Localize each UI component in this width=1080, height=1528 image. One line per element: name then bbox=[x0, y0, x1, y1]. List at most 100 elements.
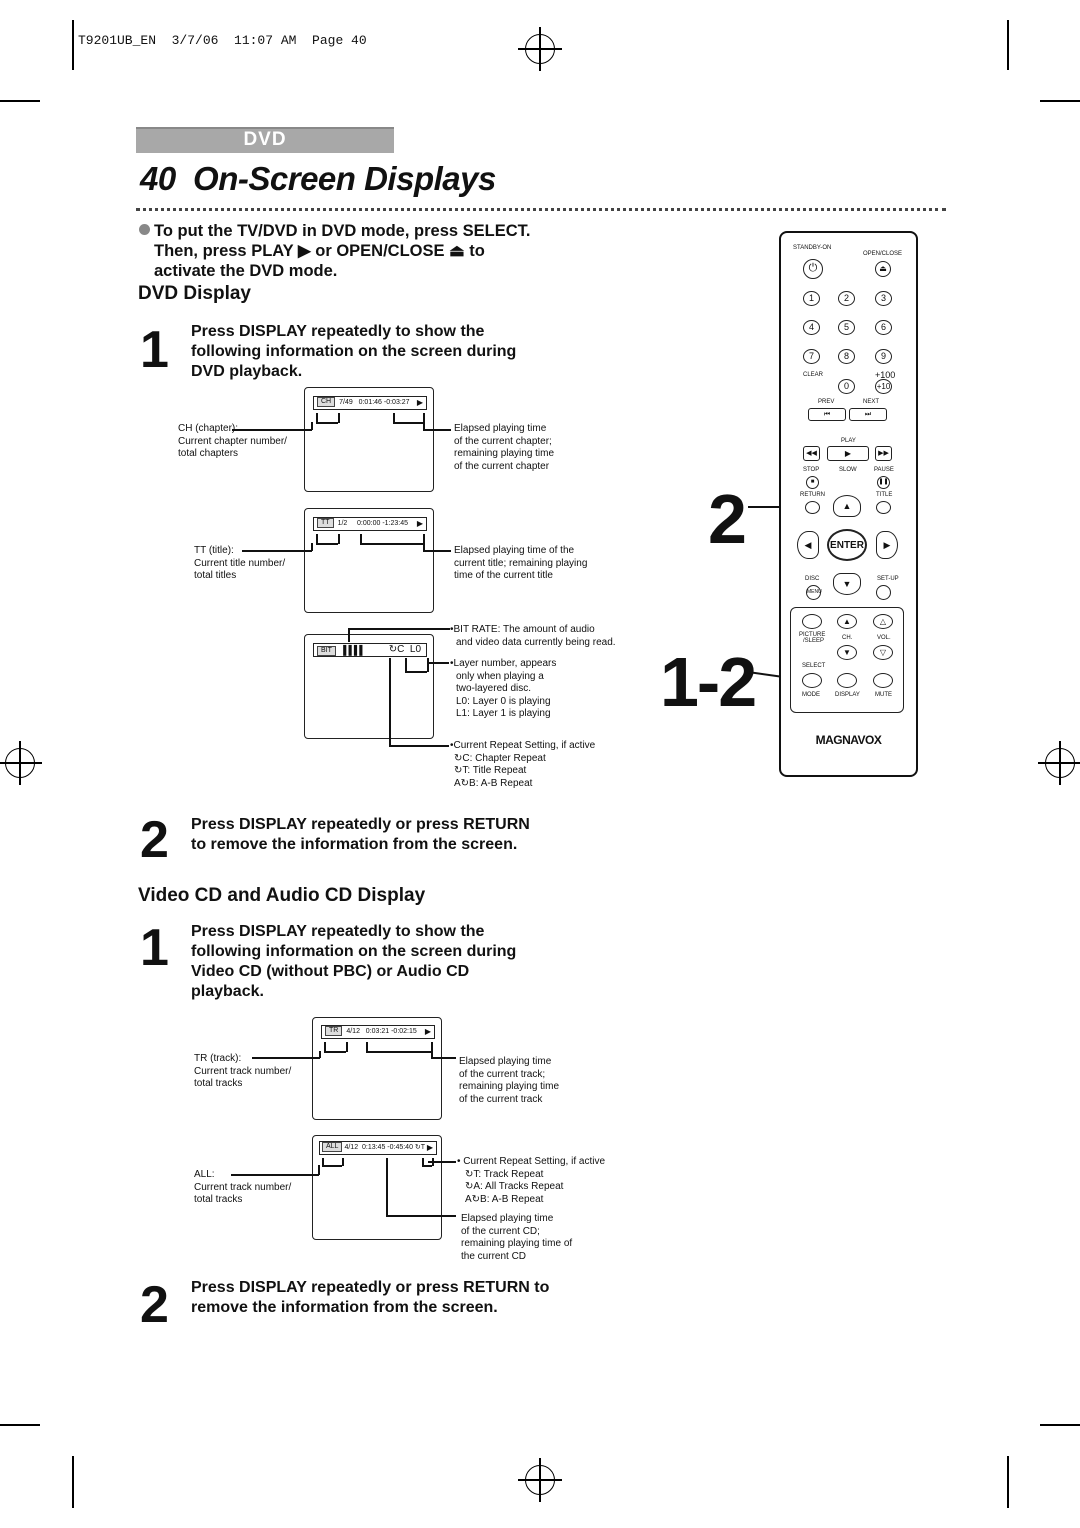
digit-9-button[interactable]: 9 bbox=[875, 349, 892, 364]
pause-button[interactable]: ❚❚ bbox=[877, 476, 890, 489]
volume-up-button[interactable]: △ bbox=[873, 614, 893, 629]
rewind-button[interactable]: ◀◀ bbox=[803, 446, 820, 461]
step-number: 2 bbox=[140, 1276, 169, 1334]
osd-bar-bitrate: BIT▐▐▐▐↻C L0 bbox=[313, 643, 427, 657]
remote-control: STANDBY-ON ⏻ OPEN/CLOSE ⏏ 1 2 3 4 5 6 7 … bbox=[779, 231, 918, 777]
tv-screen-all bbox=[312, 1135, 442, 1240]
next-label: NEXT bbox=[863, 399, 880, 405]
vol-label: VOL. bbox=[877, 635, 891, 641]
disc-menu-button[interactable]: MENU bbox=[806, 585, 822, 600]
brand-logo: MAGNAVOX bbox=[815, 733, 882, 747]
registration-mark-top bbox=[518, 27, 562, 71]
mute-label: MUTE bbox=[875, 692, 892, 698]
tv-screen-title bbox=[304, 508, 434, 613]
next-button[interactable]: ⏭ bbox=[849, 408, 887, 421]
plus10-button[interactable]: +10 bbox=[875, 379, 892, 394]
channel-up-button[interactable]: ▲ bbox=[837, 614, 857, 629]
channel-down-button[interactable]: ▼ bbox=[837, 645, 857, 660]
intro-text: To put the TV/DVD in DVD mode, press SEL… bbox=[154, 222, 531, 280]
sleep-label: /SLEEP bbox=[803, 638, 825, 644]
step-number: 2 bbox=[140, 811, 169, 869]
dvd-step2-text: Press DISPLAY repeatedly or press RETURN… bbox=[191, 816, 530, 853]
digit-2-button[interactable]: 2 bbox=[838, 291, 855, 306]
print-slug: T9201UB_EN 3/7/06 11:07 AM Page 40 bbox=[78, 33, 367, 48]
layer-note: •Layer number, appears only when playing… bbox=[450, 658, 557, 720]
tt-left-label: TT (title):Current title number/total ti… bbox=[194, 545, 286, 582]
right-arrow-button[interactable]: ▶ bbox=[876, 531, 898, 559]
play-button[interactable]: ▶ bbox=[827, 446, 869, 461]
ch-left-label: CH (chapter):Current chapter number/tota… bbox=[178, 423, 287, 460]
dvd-display-heading: DVD Display bbox=[138, 283, 251, 304]
vcd-step1-text: Press DISPLAY repeatedly to show the fol… bbox=[191, 923, 517, 1000]
dotted-rule bbox=[136, 208, 946, 211]
picture-sleep-button[interactable] bbox=[802, 614, 822, 629]
eject-button[interactable]: ⏏ bbox=[875, 261, 891, 277]
bottom-panel bbox=[790, 607, 904, 713]
callout-step-1-2: 1-2 bbox=[660, 643, 757, 721]
standby-label: STANDBY-ON bbox=[793, 245, 832, 251]
clear-label[interactable]: CLEAR bbox=[803, 372, 824, 378]
title-label: TITLE bbox=[876, 492, 893, 498]
picture-label: PICTURE bbox=[799, 632, 826, 638]
stop-button[interactable]: ■ bbox=[806, 476, 819, 489]
return-button[interactable] bbox=[805, 501, 820, 514]
power-button[interactable]: ⏻ bbox=[803, 259, 823, 279]
mute-button[interactable] bbox=[873, 673, 893, 688]
volume-down-button[interactable]: ▽ bbox=[873, 645, 893, 660]
callout-step-2: 2 bbox=[708, 480, 747, 558]
slow-label: SLOW bbox=[839, 467, 857, 473]
digit-8-button[interactable]: 8 bbox=[838, 349, 855, 364]
fastforward-button[interactable]: ▶▶ bbox=[875, 446, 892, 461]
left-arrow-button[interactable]: ◀ bbox=[797, 531, 819, 559]
disc-label: DISC bbox=[805, 576, 820, 582]
title-button[interactable] bbox=[876, 501, 891, 514]
vcd-step2-text: Press DISPLAY repeatedly or press RETURN… bbox=[191, 1279, 550, 1316]
step-number: 1 bbox=[140, 321, 169, 379]
all-left-label: ALL:Current track number/total tracks bbox=[194, 1169, 292, 1206]
prev-button[interactable]: ⏮ bbox=[808, 408, 846, 421]
plus100-label[interactable]: +100 bbox=[875, 370, 896, 380]
registration-mark-bottom bbox=[518, 1458, 562, 1502]
registration-mark-left bbox=[0, 741, 42, 785]
digit-0-button[interactable]: 0 bbox=[838, 379, 855, 394]
enter-button[interactable]: ENTER bbox=[827, 529, 867, 561]
display-button[interactable] bbox=[837, 673, 857, 688]
bullet-dot bbox=[139, 224, 150, 235]
digit-7-button[interactable]: 7 bbox=[803, 349, 820, 364]
setup-button[interactable] bbox=[876, 585, 891, 600]
play-label: PLAY bbox=[841, 438, 856, 444]
down-arrow-button[interactable]: ▼ bbox=[833, 573, 861, 595]
digit-5-button[interactable]: 5 bbox=[838, 320, 855, 335]
ch-label: CH. bbox=[842, 635, 853, 641]
registration-mark-right bbox=[1038, 741, 1080, 785]
section-tab: DVD bbox=[136, 127, 394, 153]
openclose-label: OPEN/CLOSE bbox=[863, 251, 903, 257]
vcd-display-heading: Video CD and Audio CD Display bbox=[138, 885, 426, 906]
dvd-step1-text: Press DISPLAY repeatedly to show the fol… bbox=[191, 323, 517, 380]
page-title: 40 On-Screen Displays bbox=[140, 160, 496, 197]
digit-6-button[interactable]: 6 bbox=[875, 320, 892, 335]
digit-1-button[interactable]: 1 bbox=[803, 291, 820, 306]
display-label: DISPLAY bbox=[835, 692, 860, 698]
prev-label: PREV bbox=[818, 399, 835, 405]
select-label: SELECT bbox=[802, 663, 826, 669]
mode-button[interactable] bbox=[802, 673, 822, 688]
all-repeat-note: • Current Repeat Setting, if active ↻T: … bbox=[457, 1156, 606, 1205]
pause-label: PAUSE bbox=[874, 467, 894, 473]
return-label: RETURN bbox=[800, 492, 825, 498]
setup-label: SET-UP bbox=[877, 576, 899, 582]
mode-label: MODE bbox=[802, 692, 820, 698]
up-arrow-button[interactable]: ▲ bbox=[833, 495, 861, 517]
digit-4-button[interactable]: 4 bbox=[803, 320, 820, 335]
digit-3-button[interactable]: 3 bbox=[875, 291, 892, 306]
step-number: 1 bbox=[140, 919, 169, 977]
